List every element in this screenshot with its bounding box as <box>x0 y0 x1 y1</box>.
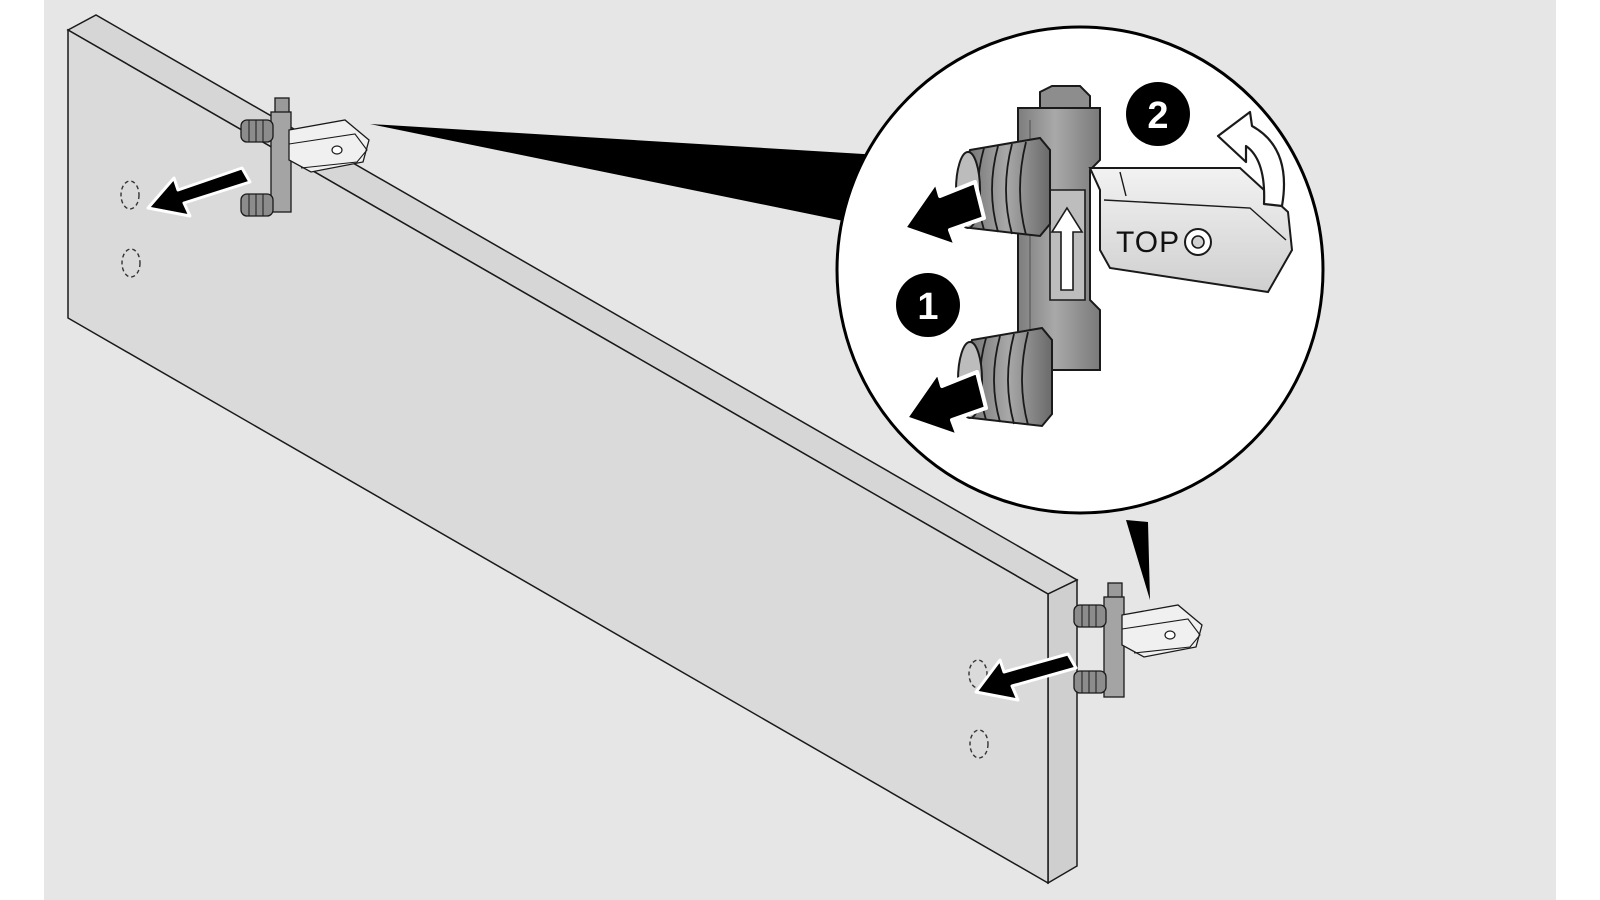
callout-pointer-top <box>370 124 880 226</box>
arrow-left-icon <box>902 180 986 248</box>
arrow-left-icon <box>146 166 252 218</box>
connector-clip-icon <box>240 97 370 217</box>
step-1-label: 1 <box>917 286 938 328</box>
drill-hole <box>968 659 988 689</box>
connector-clip-icon: TOP <box>955 85 1294 428</box>
panel-face <box>67 28 1049 885</box>
arrow-left-icon <box>974 652 1078 702</box>
arrow-left-icon <box>904 370 988 438</box>
drill-hole <box>121 248 141 278</box>
step-badge-2: 2 <box>1126 82 1190 146</box>
top-label: TOP <box>1116 226 1180 259</box>
drill-hole <box>969 729 989 759</box>
panel-end-face <box>1047 578 1078 885</box>
callout-pointer-bottom <box>1126 520 1150 600</box>
connector-clip-icon <box>1073 582 1203 698</box>
drill-hole <box>120 180 140 210</box>
magnifier: TOP <box>835 25 1325 515</box>
step-badge-1: 1 <box>896 273 960 337</box>
step-2-label: 2 <box>1147 95 1168 137</box>
curved-arrow-icon <box>1216 110 1286 208</box>
